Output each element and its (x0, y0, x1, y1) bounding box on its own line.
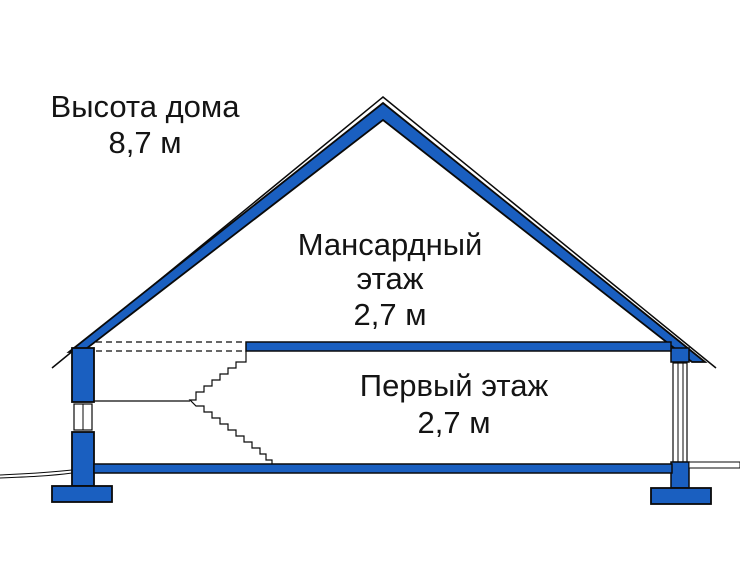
ground-floor-slab (93, 463, 673, 474)
left-wall-upper (71, 347, 95, 403)
ground-line-left (0, 469, 73, 476)
right-wall-top (670, 347, 690, 363)
right-wall-base (670, 461, 690, 489)
right-foundation (650, 487, 712, 505)
house-height-value: 8,7 м (108, 125, 181, 160)
house-height-title: Высота дома (51, 89, 241, 124)
left-foundation (51, 485, 113, 503)
attic-title-line1: Мансардный (298, 227, 483, 262)
attic-floor-slab (245, 341, 672, 352)
roof-rafters (66, 101, 708, 363)
first-floor-height-value: 2,7 м (417, 405, 490, 440)
right-wall-window (672, 362, 688, 463)
attic-title-line2: этаж (357, 261, 424, 296)
right-porch (688, 461, 740, 469)
left-wall-lower (71, 431, 95, 487)
staircase (188, 351, 273, 464)
first-floor-title: Первый этаж (360, 368, 549, 403)
attic-height-value: 2,7 м (353, 297, 426, 332)
